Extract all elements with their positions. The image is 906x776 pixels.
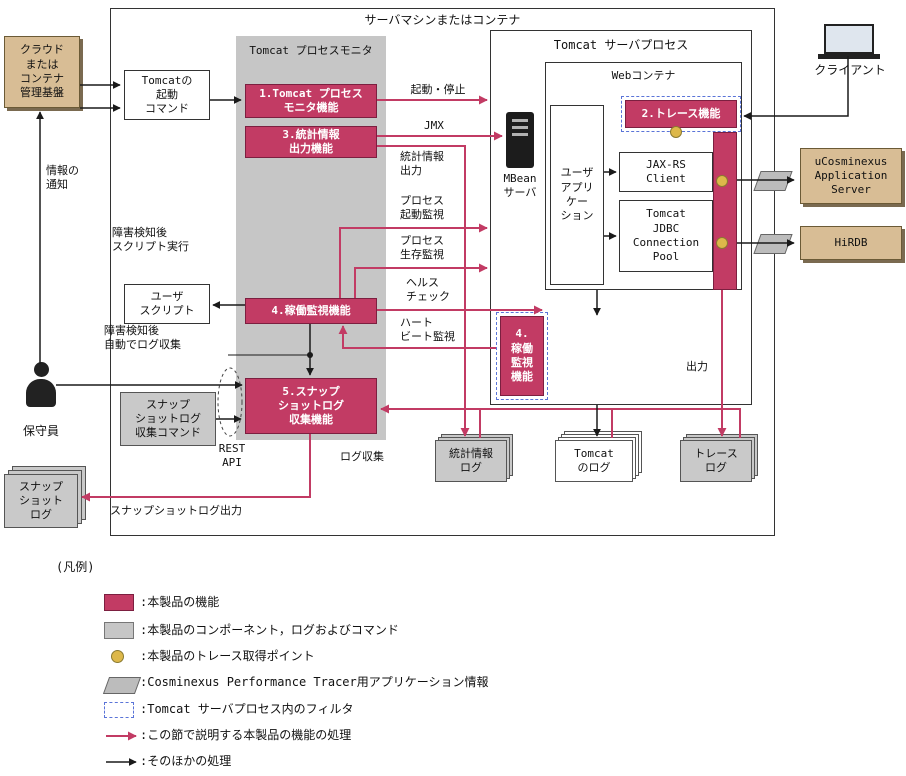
client-laptop-base <box>818 54 880 59</box>
mbean-server-label: MBean サーバ <box>503 172 537 200</box>
tomcat-start-command-box: Tomcatの 起動 コマンド <box>124 70 210 120</box>
legend-parallelogram-icon <box>102 677 142 694</box>
label-stats-out: 統計情報 出力 <box>400 150 444 178</box>
inner-monitor-dashed-border <box>496 312 548 400</box>
function-4-operation-monitor: 4.稼働監視機能 <box>245 298 377 324</box>
trace-log-stack: トレース ログ <box>680 434 760 484</box>
label-snapshot-out: スナップショットログ出力 <box>110 504 242 517</box>
prf-info-parallelogram <box>753 234 793 254</box>
mbean-server-icon <box>506 112 534 168</box>
legend-swatch-component <box>104 622 134 639</box>
legend-item-label: :Cosminexus Performance Tracer用アプリケーション情… <box>140 675 489 689</box>
legend-item-label: :この節で説明する本製品の機能の処理 <box>140 728 352 742</box>
jdbc-pool-box: Tomcat JDBC Connection Pool <box>619 200 713 272</box>
process-monitor-title: Tomcat プロセスモニタ <box>249 44 373 57</box>
server-machine-box <box>110 8 775 536</box>
legend-item-label: :本製品のコンポーネント，ログおよびコマンド <box>140 623 399 637</box>
user-script-box: ユーザ スクリプト <box>124 284 210 324</box>
maintainer-label: 保守員 <box>22 424 59 438</box>
legend-item-label: :そのほかの処理 <box>140 754 232 768</box>
snapshot-command-box: スナップ ショットログ 収集コマンド <box>120 392 216 446</box>
label-heartbeat: ハート ビート監視 <box>400 316 455 344</box>
trace-column <box>713 132 737 290</box>
trace-log-label: トレース ログ <box>680 440 752 482</box>
ucosminexus-box: uCosminexus Application Server <box>800 148 902 204</box>
legend-trace-point-dot <box>111 650 124 663</box>
snapshot-log-stack: スナップ ショット ログ <box>4 466 88 530</box>
label-proc-start: プロセス 起動監視 <box>400 194 444 222</box>
client-laptop-icon <box>824 24 874 54</box>
label-proc-alive: プロセス 生存監視 <box>400 234 444 262</box>
snapshot-log-label: スナップ ショット ログ <box>4 474 78 528</box>
hirdb-box: HiRDB <box>800 226 902 260</box>
maintainer-person-icon <box>26 362 56 408</box>
label-output: 出力 <box>686 360 708 373</box>
label-script-exec: 障害検知後 スクリプト実行 <box>112 226 189 254</box>
legend-title: (凡例) <box>56 560 95 574</box>
server-machine-title: サーバマシンまたはコンテナ <box>364 13 521 27</box>
trace-point-dot <box>670 126 682 138</box>
label-info-notify: 情報の 通知 <box>46 164 79 192</box>
trace-point-dot <box>716 175 728 187</box>
legend-item-label: :Tomcat サーバプロセス内のフィルタ <box>140 702 354 716</box>
tomcat-log-label: Tomcat のログ <box>555 440 633 482</box>
cloud-platform-box: クラウド または コンテナ 管理基盤 <box>4 36 80 108</box>
statistics-log-stack: 統計情報 ログ <box>435 434 515 484</box>
prf-info-parallelogram <box>753 171 793 191</box>
label-log-collect: ログ収集 <box>340 450 384 463</box>
function-2-trace: 2.トレース機能 <box>625 100 737 128</box>
function-4-inner-monitor: 4. 稼働 監視 機能 <box>500 316 544 396</box>
function-3-statistics-output: 3.統計情報 出力機能 <box>245 126 377 158</box>
web-container-title: Webコンテナ <box>611 69 676 82</box>
jaxrs-client-box: JAX-RS Client <box>619 152 713 192</box>
legend-swatch-filter <box>104 702 134 718</box>
legend-swatch-function <box>104 594 134 611</box>
statistics-log-label: 統計情報 ログ <box>435 440 507 482</box>
label-start-stop: 起動・停止 <box>410 83 466 96</box>
trace-point-dot <box>716 237 728 249</box>
legend-item-label: :本製品のトレース取得ポイント <box>140 649 315 663</box>
client-label: クライアント <box>814 63 886 77</box>
tomcat-server-process-title: Tomcat サーバプロセス <box>553 38 689 52</box>
label-auto-collect: 障害検知後 自動でログ収集 <box>104 324 181 352</box>
function-5-snapshot-log-collect: 5.スナップ ショットログ 収集機能 <box>245 378 377 434</box>
user-application-box: ユーザ アプリ ケー ション <box>550 105 604 285</box>
legend-item-label: :本製品の機能 <box>140 595 220 609</box>
tomcat-log-stack: Tomcat のログ <box>555 431 643 483</box>
label-health-check: ヘルス チェック <box>406 276 450 304</box>
label-rest-api: REST API <box>218 442 246 470</box>
function-1-process-monitor: 1.Tomcat プロセス モニタ機能 <box>245 84 377 118</box>
label-jmx: JMX <box>424 119 444 132</box>
